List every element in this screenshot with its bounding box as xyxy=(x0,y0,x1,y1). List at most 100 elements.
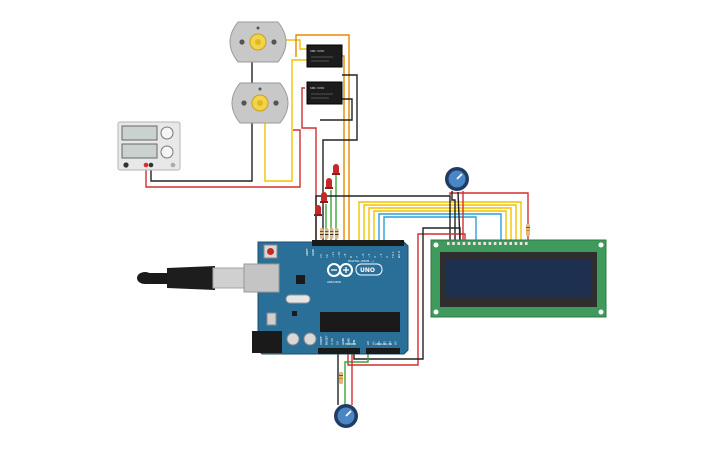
resistor-icon[interactable] xyxy=(320,228,324,239)
wire-supply-red xyxy=(145,129,301,188)
digital-pin-label-8: ~5 xyxy=(367,253,371,258)
relay-icon[interactable]: SRD-5VDC xyxy=(306,81,343,105)
power-supply-icon[interactable] xyxy=(117,121,181,171)
analog-pin-label-1: A1 xyxy=(372,341,376,345)
lcd-pin[interactable] xyxy=(493,242,497,245)
board-model: UNO xyxy=(360,267,375,274)
lcd-pin[interactable] xyxy=(447,242,450,245)
wire-power-black xyxy=(353,227,461,360)
wire-lcd-yellow-1 xyxy=(358,201,522,242)
lcd-pin[interactable] xyxy=(514,242,518,245)
potentiometer-icon[interactable] xyxy=(445,167,469,191)
resistor-icon[interactable] xyxy=(330,228,334,239)
resistor-icon[interactable] xyxy=(325,228,329,239)
lcd-display-icon[interactable] xyxy=(430,239,607,318)
resistor-bank xyxy=(320,224,530,384)
arduino-logo xyxy=(327,263,353,277)
lcd-pin[interactable] xyxy=(462,242,466,245)
led-group xyxy=(314,164,340,216)
lcd-pin[interactable] xyxy=(483,242,486,245)
analog-pin-label-3: A3 xyxy=(383,341,387,345)
lcd-pin-row xyxy=(447,242,528,245)
power-pin-label-6: VIN xyxy=(352,340,356,345)
resistor-icon[interactable] xyxy=(526,224,530,236)
power-pin-label-1: RESET xyxy=(325,335,329,345)
lcd-pin[interactable] xyxy=(457,242,460,245)
analog-pin-label-0: A0 xyxy=(366,341,370,345)
power-header[interactable] xyxy=(318,348,360,354)
lcd-pin[interactable] xyxy=(525,242,528,245)
wire-pot-top-1 xyxy=(451,191,456,242)
analog-header[interactable] xyxy=(366,348,400,354)
digital-pin-label-2: ~11 xyxy=(331,252,335,258)
wire-relay-orange xyxy=(295,34,350,242)
potentiometer-icon[interactable] xyxy=(334,404,358,428)
power-pin-label-3: 5V xyxy=(336,340,340,345)
wire-lcd-yellow-4 xyxy=(373,210,507,242)
resistor-icon[interactable] xyxy=(339,372,343,384)
lcd-pin[interactable] xyxy=(478,242,481,245)
power-pin-label-4: GND xyxy=(341,337,345,345)
dc-motor-icon[interactable] xyxy=(229,21,287,63)
aref-label: AREF xyxy=(305,248,309,256)
lcd-pin[interactable] xyxy=(504,242,507,245)
wire-lcd-yellow-2 xyxy=(363,204,517,242)
wire-lcd-blue-1 xyxy=(378,213,502,242)
lcd-screen xyxy=(446,259,591,298)
digital-header[interactable] xyxy=(312,240,404,246)
dc-jack[interactable] xyxy=(252,331,282,353)
lcd-pin[interactable] xyxy=(488,242,492,245)
gnd-label: GND xyxy=(311,248,315,256)
power-pin-label-5: GND xyxy=(347,337,351,345)
lcd-pin[interactable] xyxy=(473,242,476,245)
digital-pin-label-6: 7 xyxy=(355,256,359,258)
digital-pin-label-11: 2 xyxy=(385,256,389,258)
lcd-pin[interactable] xyxy=(499,242,502,245)
wire-relay-black xyxy=(322,74,358,242)
wire-lcd-black xyxy=(315,195,451,242)
led-icon[interactable] xyxy=(314,205,322,216)
digital-pin-label-1: 12 xyxy=(325,254,329,258)
lcd-pin[interactable] xyxy=(452,242,455,245)
wires xyxy=(145,34,529,405)
analog-pin-label-4: A4 xyxy=(388,341,392,345)
led-icon[interactable] xyxy=(320,192,328,203)
lcd-pin[interactable] xyxy=(519,242,523,245)
usb-port[interactable] xyxy=(243,263,280,293)
relay-icon[interactable]: SRD-5VDC xyxy=(306,44,343,68)
arduino-brand: ARDUINO xyxy=(327,280,342,284)
wire-motor2-yellow xyxy=(264,59,307,182)
wire-lcd-blue-2 xyxy=(383,216,477,242)
wire-pot-bottom-green xyxy=(344,350,369,405)
resistor-icon[interactable] xyxy=(335,228,339,239)
wire-relay-orange2 xyxy=(342,55,345,242)
relay-2-label: SRD-5VDC xyxy=(310,86,325,90)
arduino-uno-board[interactable]: ARDUINO UNO DIGITAL (PWM ~) POWER ANALOG… xyxy=(243,240,409,355)
digital-pin-label-9: 4 xyxy=(373,256,377,258)
analog-pin-label-5: A5 xyxy=(394,341,398,345)
digital-pin-label-4: ~9 xyxy=(343,253,347,258)
lcd-pin[interactable] xyxy=(467,242,471,245)
wire-lcd-red xyxy=(449,192,529,230)
dc-motor-icon[interactable] xyxy=(231,82,289,124)
power-header-label: POWER xyxy=(345,342,356,346)
digital-pin-label-13: RX 0 xyxy=(397,251,401,258)
digital-header-label: DIGITAL (PWM ~) xyxy=(348,259,374,263)
usb-cable-icon[interactable] xyxy=(137,266,246,290)
digital-pin-label-5: 8 xyxy=(349,256,353,258)
wire-relay-black2 xyxy=(320,98,353,121)
power-pin-label-2: 3.3V xyxy=(330,337,334,345)
led-icon[interactable] xyxy=(332,164,340,175)
digital-pin-label-10: ~3 xyxy=(379,253,383,258)
digital-pin-label-0: 13 xyxy=(319,254,323,258)
wire-relay-red xyxy=(301,87,317,242)
analog-pin-label-2: A2 xyxy=(377,341,381,345)
lcd-pin[interactable] xyxy=(509,242,512,245)
led-icon[interactable] xyxy=(325,178,333,189)
power-pin-label-0: IOREF xyxy=(319,336,323,345)
